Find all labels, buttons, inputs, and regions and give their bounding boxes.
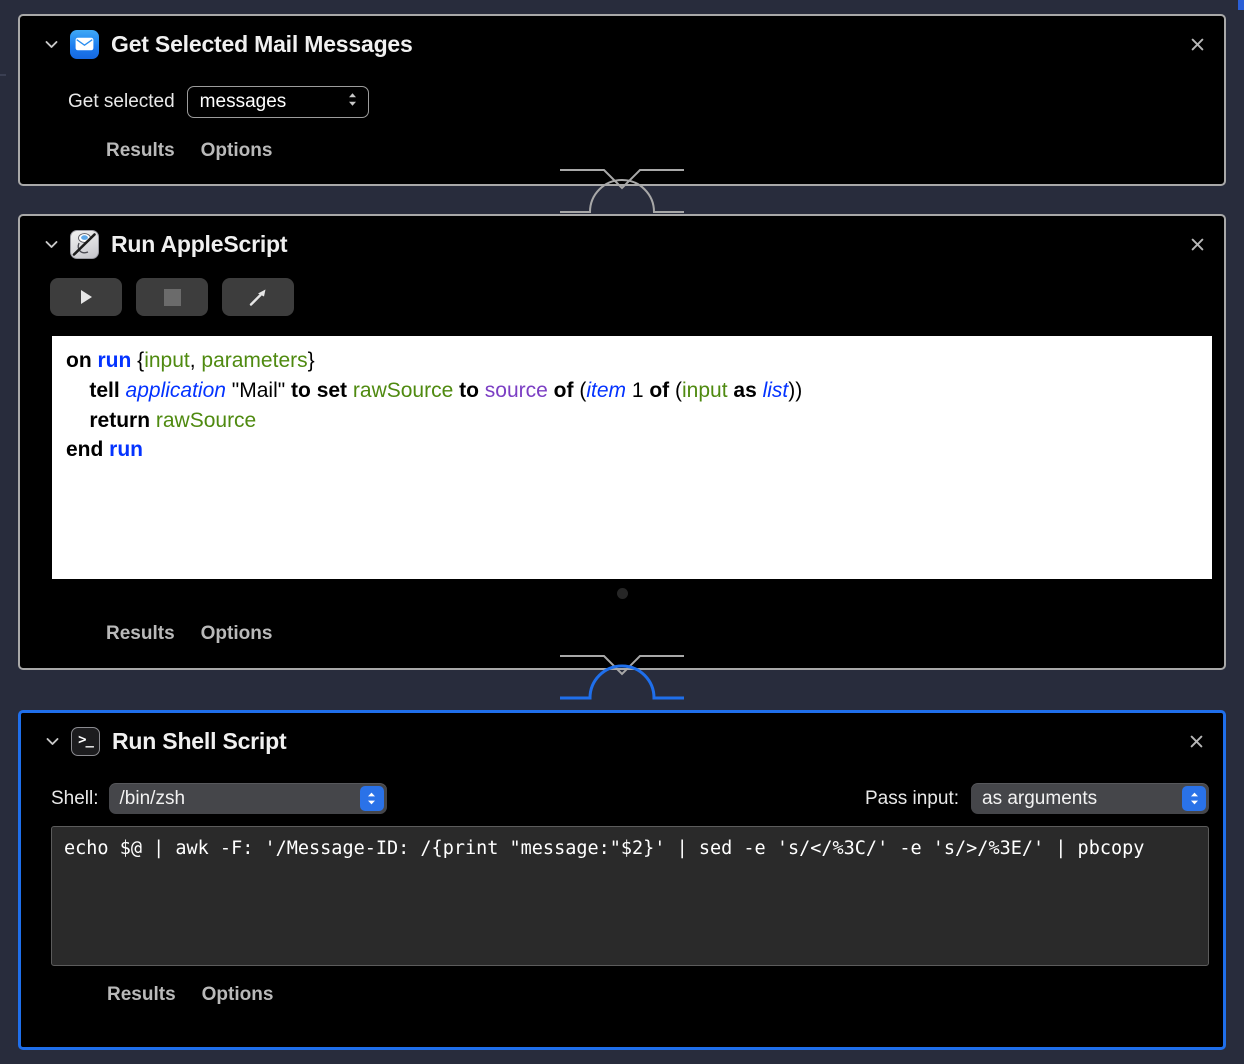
- pass-input-group: Pass input: as arguments: [865, 783, 1209, 814]
- close-icon[interactable]: [1183, 728, 1209, 754]
- pass-input-label: Pass input:: [865, 787, 959, 809]
- action-title: Get Selected Mail Messages: [111, 30, 413, 57]
- tab-options[interactable]: Options: [200, 623, 273, 644]
- window-left-tick: [0, 74, 6, 76]
- token-item: item: [586, 378, 626, 402]
- action-body: Results Options: [20, 623, 1224, 645]
- pass-input-dropdown[interactable]: as arguments: [971, 783, 1209, 814]
- action-card-run-shell-script[interactable]: >_ Run Shell Script Shell: /bin/zsh Pass…: [18, 710, 1226, 1050]
- token-application: application: [125, 378, 226, 402]
- action-header: >_ Run Shell Script: [21, 713, 1223, 769]
- chevron-up-down-icon: [1182, 786, 1206, 811]
- token-list: list: [762, 378, 789, 402]
- token-run2: run: [109, 438, 143, 462]
- get-selected-label: Get selected: [68, 91, 175, 112]
- chevron-up-down-icon: [359, 786, 384, 811]
- applescript-icon: [70, 229, 99, 259]
- pass-input-value: as arguments: [982, 787, 1098, 809]
- chevron-down-icon[interactable]: [38, 231, 64, 257]
- shell-config-row: Shell: /bin/zsh Pass input: as arguments: [21, 783, 1223, 814]
- token-tell: tell: [89, 378, 126, 402]
- hammer-icon: [249, 289, 266, 306]
- close-icon[interactable]: [1184, 231, 1210, 257]
- token-rawsource2: rawSource: [155, 408, 257, 432]
- action-title: Run Shell Script: [112, 727, 287, 754]
- chevron-down-icon[interactable]: [38, 31, 64, 57]
- token-indent2: [66, 409, 89, 432]
- chevron-down-icon[interactable]: [39, 728, 65, 754]
- action-tabs: Results Options: [38, 140, 1206, 162]
- close-icon[interactable]: [1184, 31, 1210, 57]
- run-button[interactable]: [50, 278, 122, 316]
- action-card-run-applescript[interactable]: Run AppleScript on run {input, parameter…: [18, 214, 1226, 670]
- token-to-set: to set: [285, 378, 353, 402]
- terminal-icon: >_: [71, 726, 100, 756]
- tab-results[interactable]: Results: [106, 140, 175, 161]
- get-selected-dropdown[interactable]: messages: [186, 86, 369, 118]
- shell-dropdown[interactable]: /bin/zsh: [108, 783, 387, 814]
- token-return: return: [89, 408, 156, 432]
- token-paren1: (: [579, 378, 587, 402]
- token-end: end: [66, 438, 110, 462]
- token-one: 1: [626, 378, 644, 402]
- tab-results[interactable]: Results: [106, 623, 175, 644]
- tab-options[interactable]: Options: [200, 140, 273, 161]
- token-run: run: [97, 349, 132, 372]
- shell-group: Shell: /bin/zsh: [51, 783, 387, 814]
- token-to: to: [453, 378, 485, 402]
- shell-script-editor[interactable]: echo $@ | awk -F: '/Message-ID: /{print …: [51, 826, 1209, 966]
- token-brace-close: }: [307, 349, 315, 372]
- applescript-editor[interactable]: on run {input, parameters} tell applicat…: [52, 336, 1212, 579]
- get-selected-value: messages: [199, 91, 287, 112]
- token-rawsource: rawSource: [352, 378, 454, 402]
- action-body: Get selected messages Results Options: [20, 86, 1224, 162]
- action-tabs: Results Options: [39, 984, 1205, 1006]
- token-paren2: (: [675, 378, 683, 402]
- token-input: input: [144, 349, 190, 372]
- mail-icon: [70, 29, 99, 59]
- editor-resize-handle[interactable]: [616, 588, 628, 599]
- action-header: Get Selected Mail Messages: [20, 16, 1224, 72]
- token-mail-string: "Mail": [231, 378, 286, 402]
- shell-label: Shell:: [51, 787, 99, 809]
- tab-options[interactable]: Options: [201, 984, 274, 1005]
- get-selected-row: Get selected messages: [38, 86, 1206, 118]
- tab-results[interactable]: Results: [107, 984, 176, 1005]
- action-header: Run AppleScript: [20, 216, 1224, 272]
- stop-button[interactable]: [136, 278, 208, 316]
- action-body: Results Options: [21, 984, 1223, 1006]
- token-on: on: [66, 349, 92, 372]
- token-indent: [66, 379, 89, 402]
- token-comma: ,: [189, 349, 202, 372]
- token-as: as: [727, 378, 763, 402]
- token-brace-open: {: [131, 349, 145, 372]
- token-parens-close: )): [788, 378, 803, 402]
- action-tabs: Results Options: [38, 623, 1206, 645]
- token-of2: of: [643, 378, 676, 402]
- action-card-get-selected-mail-messages[interactable]: Get Selected Mail Messages Get selected …: [18, 14, 1226, 186]
- chevron-up-down-icon: [347, 91, 358, 114]
- stop-icon: [163, 288, 181, 306]
- play-icon: [81, 290, 92, 304]
- action-title: Run AppleScript: [111, 230, 288, 257]
- applescript-toolbar: [20, 278, 1224, 316]
- token-parameters: parameters: [201, 349, 308, 372]
- shell-value: /bin/zsh: [119, 787, 186, 809]
- token-of1: of: [547, 378, 580, 402]
- window-accent-strip: [1238, 0, 1244, 10]
- compile-button[interactable]: [222, 278, 294, 316]
- token-input2: input: [682, 378, 728, 402]
- token-source: source: [484, 378, 548, 402]
